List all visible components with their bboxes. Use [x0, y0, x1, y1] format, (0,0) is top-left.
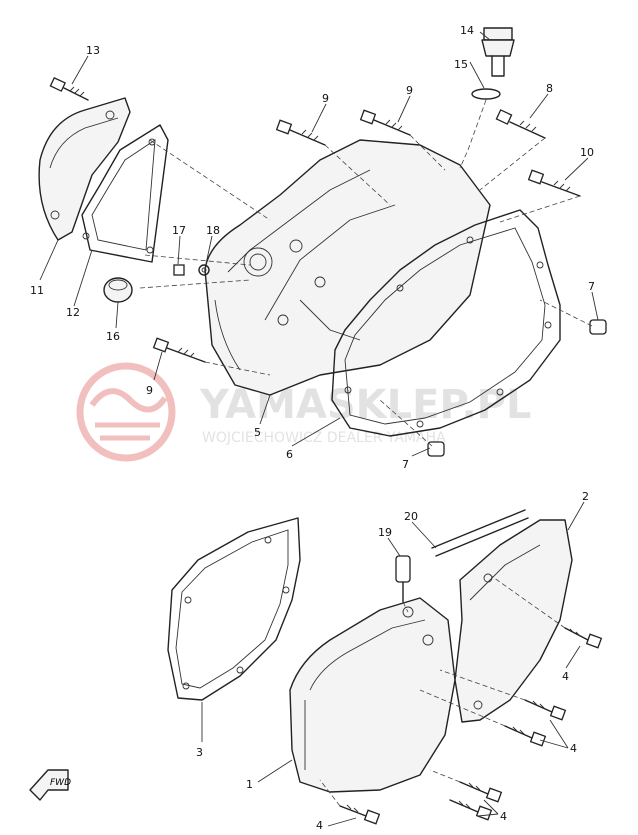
part-3-gasket — [167, 517, 301, 701]
callout-2: 2 — [582, 490, 589, 503]
part-15-o-ring — [471, 88, 501, 100]
part-2-cover — [454, 519, 573, 723]
callout-16: 16 — [106, 330, 120, 343]
part-17-plug — [173, 264, 185, 276]
part-8-bolt — [495, 109, 546, 139]
crankcase-cover — [204, 139, 491, 396]
callout-13: 13 — [86, 44, 100, 57]
part-4-bolt-b — [524, 699, 567, 721]
callout-9-c: 9 — [146, 384, 153, 397]
part-7-dowel-a — [589, 319, 607, 335]
callout-9-a: 9 — [322, 92, 329, 105]
watermark-logo-ring — [76, 362, 176, 462]
part-12-gasket — [81, 124, 169, 263]
part-19-fitting — [395, 555, 411, 603]
part-4-bolt-c — [504, 725, 547, 747]
callout-7-a: 7 — [588, 280, 595, 293]
part-6-gasket — [331, 209, 561, 437]
callout-4-b: 4 — [570, 742, 577, 755]
callout-4-d: 4 — [316, 819, 323, 831]
part-9-bolt-b — [359, 109, 411, 136]
callout-15: 15 — [454, 58, 468, 71]
callout-3: 3 — [196, 746, 203, 759]
callout-9-b: 9 — [406, 84, 413, 97]
part-9-bolt-c — [152, 337, 206, 363]
callout-11: 11 — [30, 284, 44, 297]
part-4-bolt-e — [449, 799, 493, 821]
part-10-bolt — [527, 169, 581, 197]
callout-18: 18 — [206, 224, 220, 237]
callout-5: 5 — [254, 426, 261, 439]
part-11-cover — [38, 97, 131, 241]
callout-8: 8 — [546, 82, 553, 95]
part-18-washer — [198, 264, 210, 276]
callout-12: 12 — [66, 306, 80, 319]
watermark-logo-mark — [89, 388, 168, 413]
callout-leaders — [39, 31, 599, 827]
callout-7-b: 7 — [402, 458, 409, 471]
callout-6: 6 — [286, 448, 293, 461]
watermark-logo-lines — [95, 422, 160, 441]
callout-1: 1 — [246, 778, 253, 791]
part-9-bolt-a — [275, 119, 326, 146]
fwd-label: FWD — [50, 778, 71, 788]
part-1-cover — [289, 597, 456, 793]
part-20-tube — [431, 509, 529, 557]
part-4-bolt-a — [564, 627, 603, 649]
callout-4-a: 4 — [562, 670, 569, 683]
callout-20: 20 — [404, 510, 418, 523]
part-4-bolt-f — [339, 804, 381, 825]
callout-4-c: 4 — [500, 810, 507, 823]
part-16-bushing — [103, 277, 133, 303]
callout-19: 19 — [378, 526, 392, 539]
fwd-arrow-icon: FWD — [29, 769, 71, 801]
callout-14: 14 — [460, 24, 474, 37]
part-14-filler-cap — [481, 27, 515, 77]
part-4-bolt-d — [459, 781, 503, 803]
callout-17: 17 — [172, 224, 186, 237]
callout-10: 10 — [580, 146, 594, 159]
part-13-bolt — [49, 76, 89, 101]
callout-labels: 13 14 15 9 9 8 10 11 12 17 18 16 7 9 5 6… — [30, 24, 595, 832]
watermark-subtitle: WOJCIECHOWICZ DEALER YAMAHA — [202, 430, 446, 446]
